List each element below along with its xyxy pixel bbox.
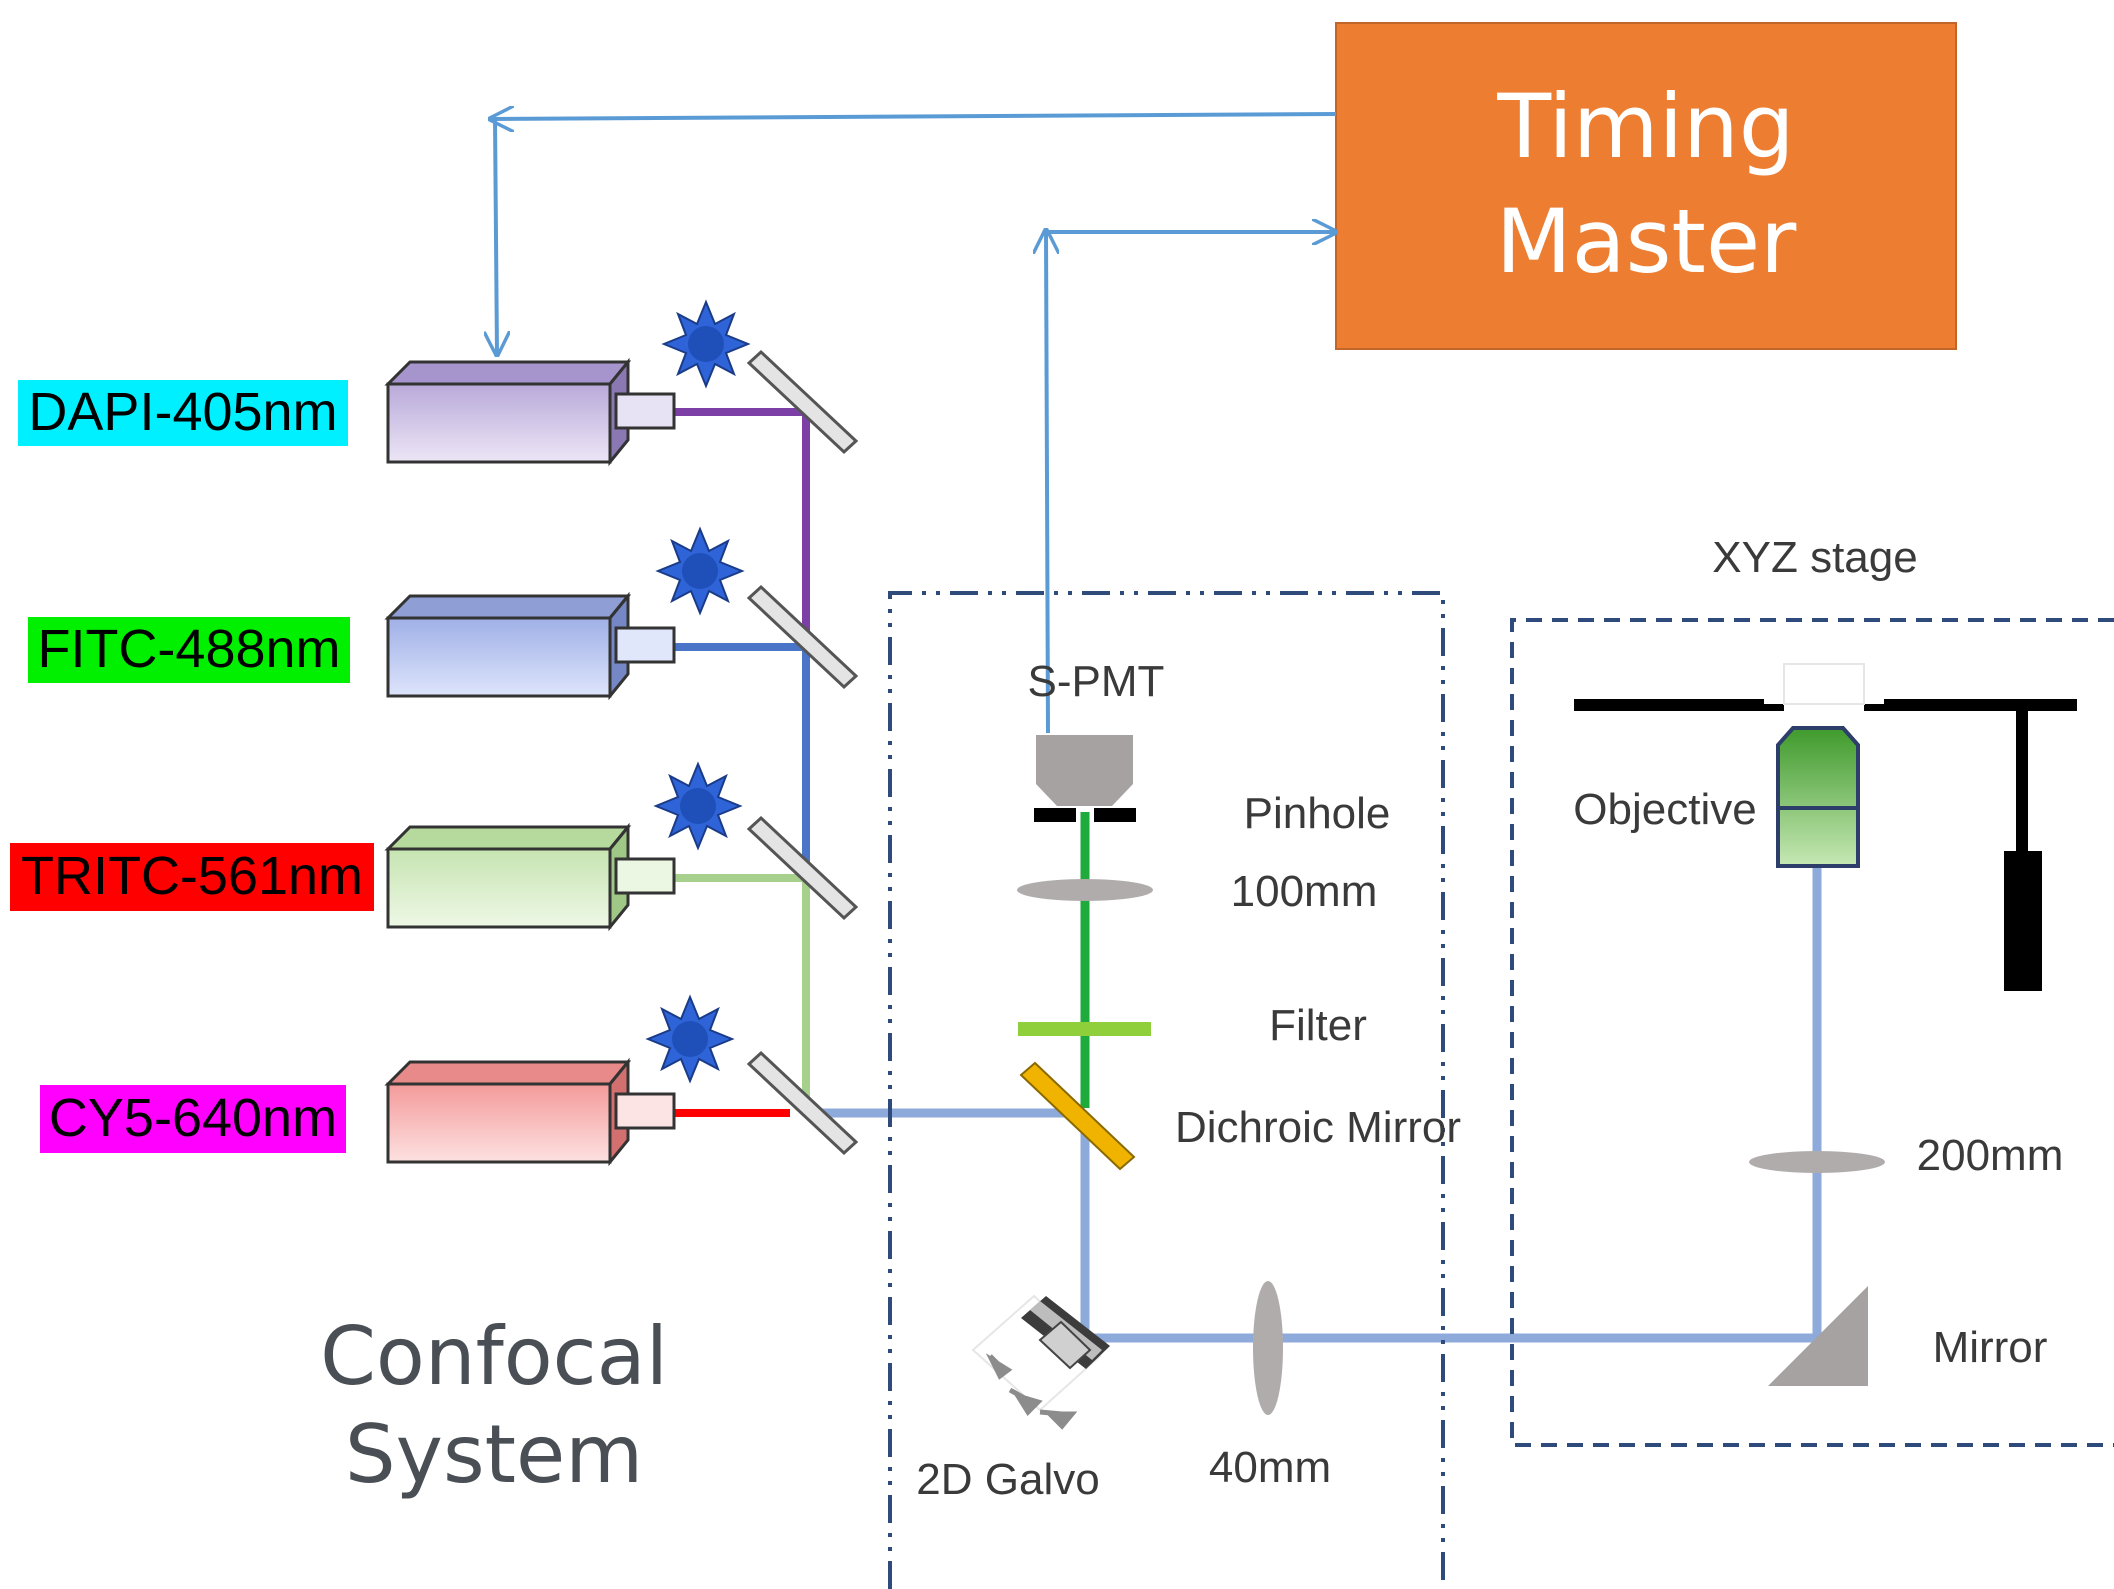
fold-mirror	[1768, 1286, 1868, 1386]
galvo-label: 2D Galvo	[916, 1455, 1099, 1504]
laser-label-cy5: CY5-640nm	[49, 1088, 337, 1148]
confocal-system-label-line1: Confocal	[320, 1310, 668, 1403]
dichroic-mirror	[1019, 1061, 1136, 1171]
spmt-detector	[1036, 735, 1133, 806]
lens-100mm	[1017, 879, 1153, 901]
confocal-system-label-line2: System	[345, 1408, 643, 1501]
lens-40mm	[1253, 1281, 1283, 1415]
dichroic-mirror-label: Dichroic Mirror	[1175, 1103, 1461, 1152]
xyz-stage-box	[1510, 618, 2114, 1447]
sample-slide	[1783, 663, 1865, 705]
galvo-scanner	[971, 1294, 1110, 1430]
xyz-stage-label: XYZ stage	[1712, 533, 1917, 582]
laser-label-fitc: FITC-488nm	[37, 619, 340, 679]
emission-filter	[1018, 1022, 1151, 1036]
laser-label-bg-fitc	[28, 617, 350, 683]
starburst-icon	[645, 994, 735, 1084]
laser-tritc	[384, 822, 676, 932]
starburst-icon	[661, 299, 751, 389]
pinhole-label: Pinhole	[1244, 789, 1391, 838]
galvo-arrow-icon	[985, 1353, 1013, 1380]
galvo-arrow-icon	[1039, 1409, 1078, 1430]
laser-dapi	[384, 357, 676, 467]
objective-label: Objective	[1573, 785, 1756, 834]
objective-lens	[1776, 726, 1860, 868]
timing-master-box	[1335, 22, 1957, 350]
laser-label-bg-tritc	[10, 843, 374, 911]
laser-on-icons	[645, 299, 751, 1084]
combining-mirrors	[746, 349, 859, 1156]
lens-40mm-label: 40mm	[1209, 1443, 1331, 1492]
laser-label-dapi: DAPI-405nm	[28, 382, 337, 442]
trigger-arrow-to-lasers	[490, 114, 1337, 355]
detection-module-box	[888, 591, 1445, 1589]
mirror-label: Mirror	[1933, 1323, 2048, 1372]
laser-label-bg-dapi	[18, 380, 348, 446]
stage-plate	[1574, 699, 2077, 991]
beam-combiner	[674, 408, 810, 1117]
galvo-arrow-icon	[1008, 1387, 1043, 1416]
timing-master-label-line2: Master	[1496, 190, 1797, 293]
pinhole	[1034, 808, 1136, 822]
timing-master-label-line1: Timing	[1496, 75, 1794, 178]
filter-label: Filter	[1269, 1001, 1367, 1050]
lens-100mm-label: 100mm	[1231, 867, 1378, 916]
signal-arrow-spmt-to-master	[1046, 230, 1336, 734]
lens-200mm-label: 200mm	[1917, 1131, 2064, 1180]
starburst-icon	[653, 761, 743, 851]
spmt-label: S-PMT	[1028, 657, 1165, 706]
laser-cy5	[384, 1057, 676, 1167]
laser-fitc	[384, 591, 676, 701]
laser-label-tritc: TRITC-561nm	[21, 846, 363, 906]
lens-200mm	[1749, 1151, 1885, 1173]
laser-label-bg-cy5	[40, 1085, 346, 1153]
starburst-icon	[655, 526, 745, 616]
excitation-beam	[806, 865, 1822, 1343]
